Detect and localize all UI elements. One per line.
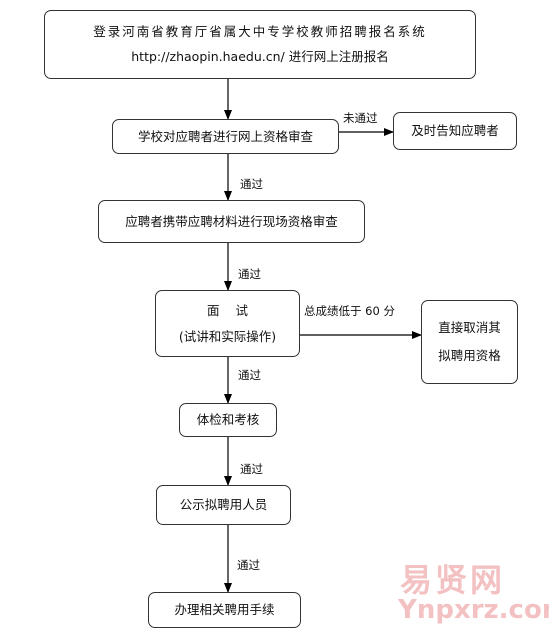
watermark-url: Ynpxrz.com <box>398 595 549 625</box>
edge-label-passed-3: 通过 <box>238 368 261 382</box>
edge-label-passed-5: 通过 <box>237 558 260 572</box>
procedures-node: 办理相关聘用手续 <box>148 592 301 628</box>
edge-label-below-60: 总成绩低于 60 分 <box>304 304 395 318</box>
medical-label: 体检和考核 <box>196 412 260 428</box>
register-title: 登录河南省教育厅省属大中专学校教师招聘报名系统 <box>93 24 427 40</box>
online-review-node: 学校对应聘者进行网上资格审查 <box>112 119 339 154</box>
register-node: 登录河南省教育厅省属大中专学校教师招聘报名系统 http://zhaopin.h… <box>44 10 476 79</box>
onsite-review-label: 应聘者携带应聘材料进行现场资格审查 <box>125 213 338 229</box>
publicize-node: 公示拟聘用人员 <box>156 485 291 525</box>
onsite-review-node: 应聘者携带应聘材料进行现场资格审查 <box>98 200 365 243</box>
edge-label-passed-1: 通过 <box>240 177 263 191</box>
medical-node: 体检和考核 <box>179 403 277 437</box>
watermark-logo-text: 易贤网 <box>400 561 506 599</box>
notify-label: 及时告知应聘者 <box>411 123 499 139</box>
edge-label-passed-2: 通过 <box>238 267 261 281</box>
disqualify-line2: 拟聘用资格 <box>438 348 501 363</box>
publicize-label: 公示拟聘用人员 <box>179 497 268 513</box>
notify-node: 及时告知应聘者 <box>393 112 517 150</box>
disqualify-node: 直接取消其 拟聘用资格 <box>421 300 518 384</box>
interview-title: 面 试 <box>207 302 248 318</box>
edge-label-passed-4: 通过 <box>240 462 263 476</box>
register-url: http://zhaopin.haedu.cn/ 进行网上注册报名 <box>131 49 389 64</box>
interview-subtitle: (试讲和实际操作) <box>178 328 277 344</box>
interview-node: 面 试 (试讲和实际操作) <box>155 290 300 357</box>
procedures-label: 办理相关聘用手续 <box>174 602 275 618</box>
disqualify-line1: 直接取消其 <box>438 320 501 336</box>
online-review-label: 学校对应聘者进行网上资格审查 <box>137 128 313 144</box>
edge-label-not-passed: 未通过 <box>343 111 378 125</box>
